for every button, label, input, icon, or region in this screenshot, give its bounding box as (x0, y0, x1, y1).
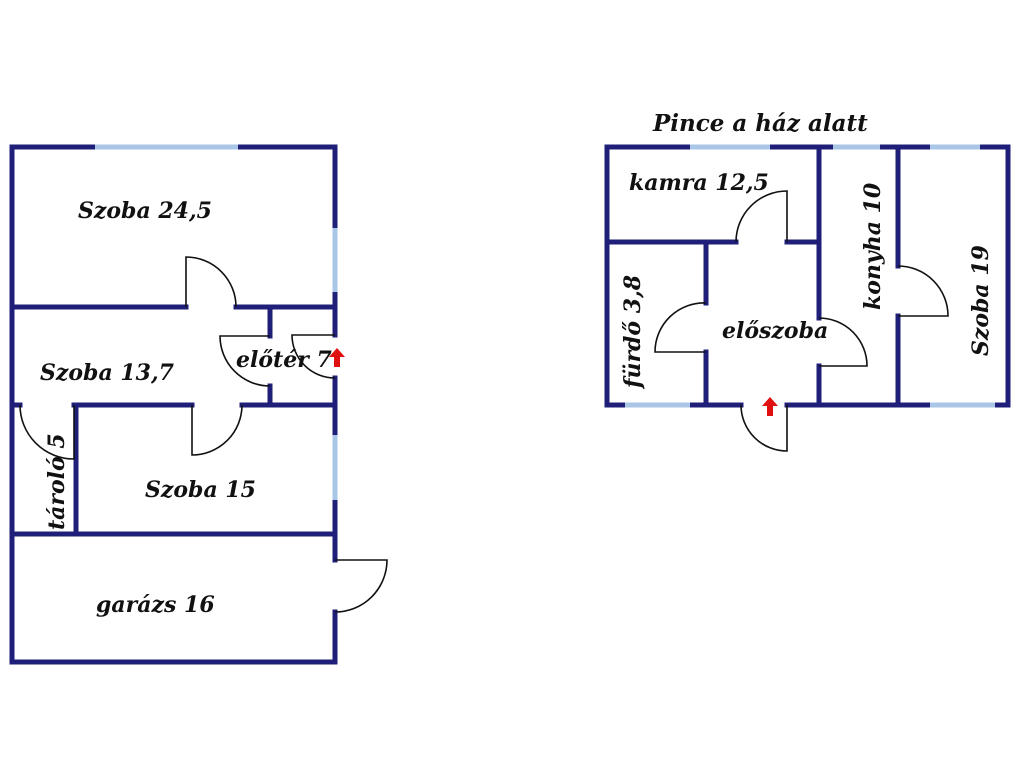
room-label-szoba-24: Szoba 24,5 (78, 198, 212, 224)
basement-title: Pince a ház alatt (652, 110, 868, 137)
ground-floor-windows (95, 144, 338, 500)
room-label-furdo: fürdő 3,8 (620, 275, 646, 390)
ground-floor-doors (19, 256, 388, 613)
door-furdo (654, 302, 707, 353)
door-szoba-24 (185, 256, 237, 308)
door-tarolo (19, 404, 75, 460)
room-label-eloszoba: előszoba (722, 318, 828, 344)
room-label-konyha: konyha 10 (860, 182, 886, 310)
door-konyha (818, 317, 868, 367)
room-label-szoba-13: Szoba 13,7 (40, 360, 175, 386)
ground-floor-walls (9, 144, 338, 665)
door-eloter-inner (219, 335, 271, 387)
room-label-eloter: előtér 7 (236, 347, 332, 373)
room-label-kamra: kamra 12,5 (629, 170, 769, 196)
room-label-garazs: garázs 16 (96, 592, 215, 618)
door-szoba-19 (897, 265, 949, 317)
basement-walls (604, 144, 1011, 408)
door-entrance-basement (740, 404, 788, 452)
ground-floor-plan: Szoba 24,5 Szoba 13,7 előtér 7 Szoba 15 … (9, 144, 388, 665)
entrance-arrow-icon (762, 397, 778, 416)
basement-plan: Pince a ház alatt (604, 110, 1011, 452)
room-label-szoba-15: Szoba 15 (145, 477, 256, 503)
door-garage (334, 559, 388, 613)
door-entrance-main (291, 334, 336, 379)
door-kamra (735, 190, 788, 243)
entrance-arrow-icon (329, 348, 345, 367)
room-label-szoba-19: Szoba 19 (968, 245, 994, 356)
room-label-tarolo: tároló 5 (44, 433, 70, 530)
door-szoba-15 (191, 404, 243, 456)
basement-doors (654, 190, 949, 452)
basement-windows (625, 144, 995, 408)
